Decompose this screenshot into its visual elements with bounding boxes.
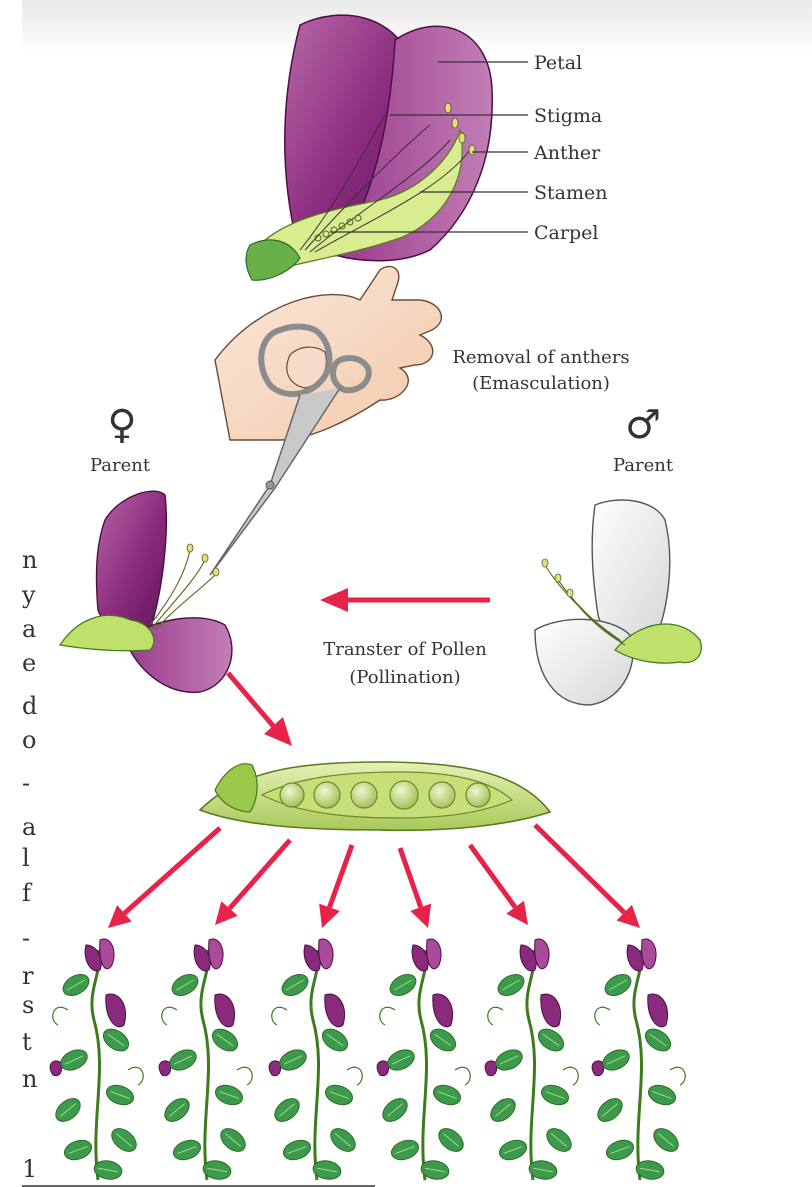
- female-symbol: ♀: [107, 402, 136, 448]
- label-stigma: Stigma: [534, 105, 602, 127]
- margin-text-fragment: r: [22, 962, 34, 990]
- offspring-plants: [50, 939, 685, 1181]
- label-male-parent: Parent: [613, 455, 674, 476]
- label-removal-line1: Removal of anthers: [452, 347, 629, 368]
- offspring-arrow: [108, 828, 220, 928]
- margin-text-fragment: d: [22, 692, 37, 720]
- label-stamen: Stamen: [534, 182, 607, 204]
- offspring-arrow: [215, 840, 290, 925]
- offspring-plant: [159, 939, 252, 1181]
- label-anther: Anther: [533, 142, 601, 164]
- arrow-to-pod: [228, 673, 292, 746]
- offspring-arrow: [535, 825, 640, 928]
- margin-text-fragment: -: [22, 924, 30, 952]
- margin-text-fragment: l: [22, 844, 30, 872]
- offspring-arrow: [400, 848, 431, 928]
- margin-text-fragment: y: [21, 581, 36, 609]
- label-petal: Petal: [534, 52, 582, 74]
- margin-text-fragment: -: [22, 769, 30, 797]
- margin-text-fragment: o: [22, 726, 36, 754]
- offspring-arrow: [470, 845, 528, 925]
- offspring-plant: [269, 939, 362, 1181]
- margin-text-fragment: t: [22, 1028, 32, 1056]
- margin-text-fragment: n: [22, 1065, 37, 1093]
- pollination-arrow: [320, 588, 490, 612]
- offspring-plant: [377, 939, 470, 1181]
- hand-with-scissors: Removal of anthers (Emasculation): [210, 266, 630, 575]
- margin-text-fragment: 1: [22, 1155, 37, 1183]
- flower-cross-section: Petal Stigma Anther Stamen Carpel: [246, 15, 607, 280]
- female-parent-flower: [60, 491, 232, 692]
- offspring-plant: [485, 939, 578, 1181]
- offspring-arrow: [319, 845, 352, 928]
- label-carpel: Carpel: [534, 222, 598, 244]
- label-female-parent: Parent: [90, 455, 151, 476]
- pea-pod: [200, 762, 550, 830]
- margin-text-fragment: f: [22, 879, 33, 907]
- margin-text-fragment: a: [22, 813, 36, 841]
- margin-text-fragment: s: [22, 991, 34, 1019]
- male-parent-flower: [535, 500, 701, 705]
- margin-text-fragment: n: [22, 546, 37, 574]
- offspring-plant: [592, 939, 685, 1181]
- offspring-plant: [50, 939, 143, 1181]
- offspring-arrows: [108, 825, 640, 928]
- margin-text-fragment: a: [22, 615, 36, 643]
- label-transfer-line1: Transter of Pollen: [323, 639, 487, 660]
- margin-text-fragment: e: [22, 649, 36, 677]
- male-symbol: ♂: [625, 402, 661, 448]
- label-transfer-line2: (Pollination): [349, 667, 460, 688]
- label-removal-line2: (Emasculation): [472, 373, 610, 394]
